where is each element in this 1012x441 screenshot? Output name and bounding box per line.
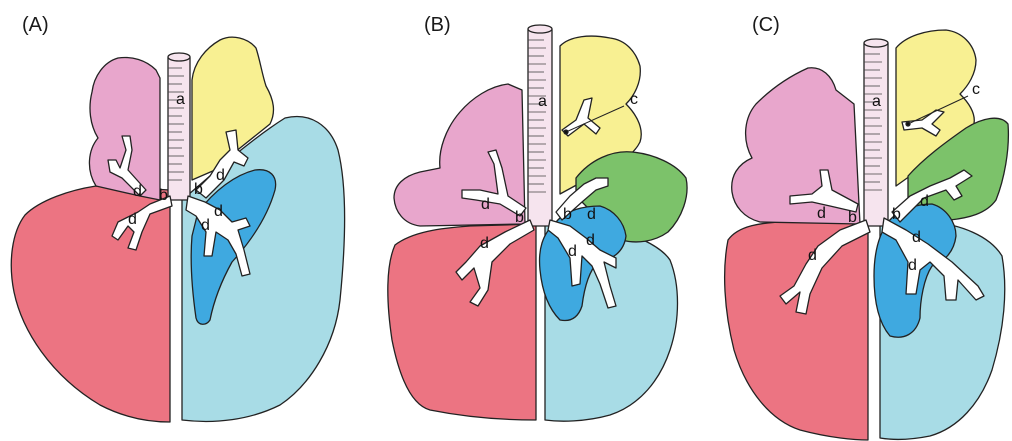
panel-a-label-d-2: d xyxy=(128,211,137,228)
panel-a-trachea-opening xyxy=(168,53,190,61)
panel-c-label-b-left: b xyxy=(848,209,857,226)
panel-b-label-d-5: d xyxy=(568,243,577,260)
panel-b: a c b b d d d d d xyxy=(388,25,687,421)
panel-b-label-b-right: b xyxy=(563,206,572,223)
panel-c-label-d-4: d xyxy=(912,229,921,246)
panel-c-label-d-5: d xyxy=(908,257,917,274)
panel-c-label-d-2: d xyxy=(808,247,817,264)
panel-b-trachea xyxy=(528,26,552,227)
panel-b-label-d-1: d xyxy=(481,196,490,213)
panel-c-left-lower-lobe xyxy=(725,222,868,440)
panel-a-label-a: a xyxy=(176,91,185,108)
panel-b-label-d-3: d xyxy=(587,206,596,223)
panel-b-trachea-opening xyxy=(528,25,552,33)
panel-c-label-a: a xyxy=(872,93,881,110)
panel-b-label-b-left: b xyxy=(515,209,524,226)
panel-b-left-lower-lobe xyxy=(388,224,536,420)
panel-c-label-d-1: d xyxy=(817,205,826,222)
panel-a-label-d-5: d xyxy=(201,217,210,234)
panel-a-label-b-left: b xyxy=(159,187,168,204)
panel-a-label-d-1: d xyxy=(133,183,142,200)
panel-a-trachea xyxy=(168,54,190,201)
panel-b-label-a: a xyxy=(538,93,547,110)
panel-a-label-b-right: b xyxy=(194,181,203,198)
panel-c-label-c: c xyxy=(972,81,980,98)
panel-c-trachea xyxy=(864,40,888,227)
panel-a-label-d-4: d xyxy=(214,203,223,220)
panel-c-label-b-right: b xyxy=(892,206,901,223)
panel-a: a b b d d d d d xyxy=(11,37,344,422)
panel-b-label-d-4: d xyxy=(586,232,595,249)
panel-c-trachea-opening xyxy=(864,39,888,47)
panel-c-label-d-3: d xyxy=(920,193,929,210)
panel-c: a c b b d d d d d xyxy=(725,30,1009,440)
panel-a-label-d-3: d xyxy=(216,167,225,184)
panel-b-bifurcation-dot xyxy=(564,130,568,134)
panel-b-label-c: c xyxy=(630,91,638,108)
panel-c-bifurcation-dot xyxy=(906,122,910,126)
panel-b-label-d-2: d xyxy=(480,235,489,252)
